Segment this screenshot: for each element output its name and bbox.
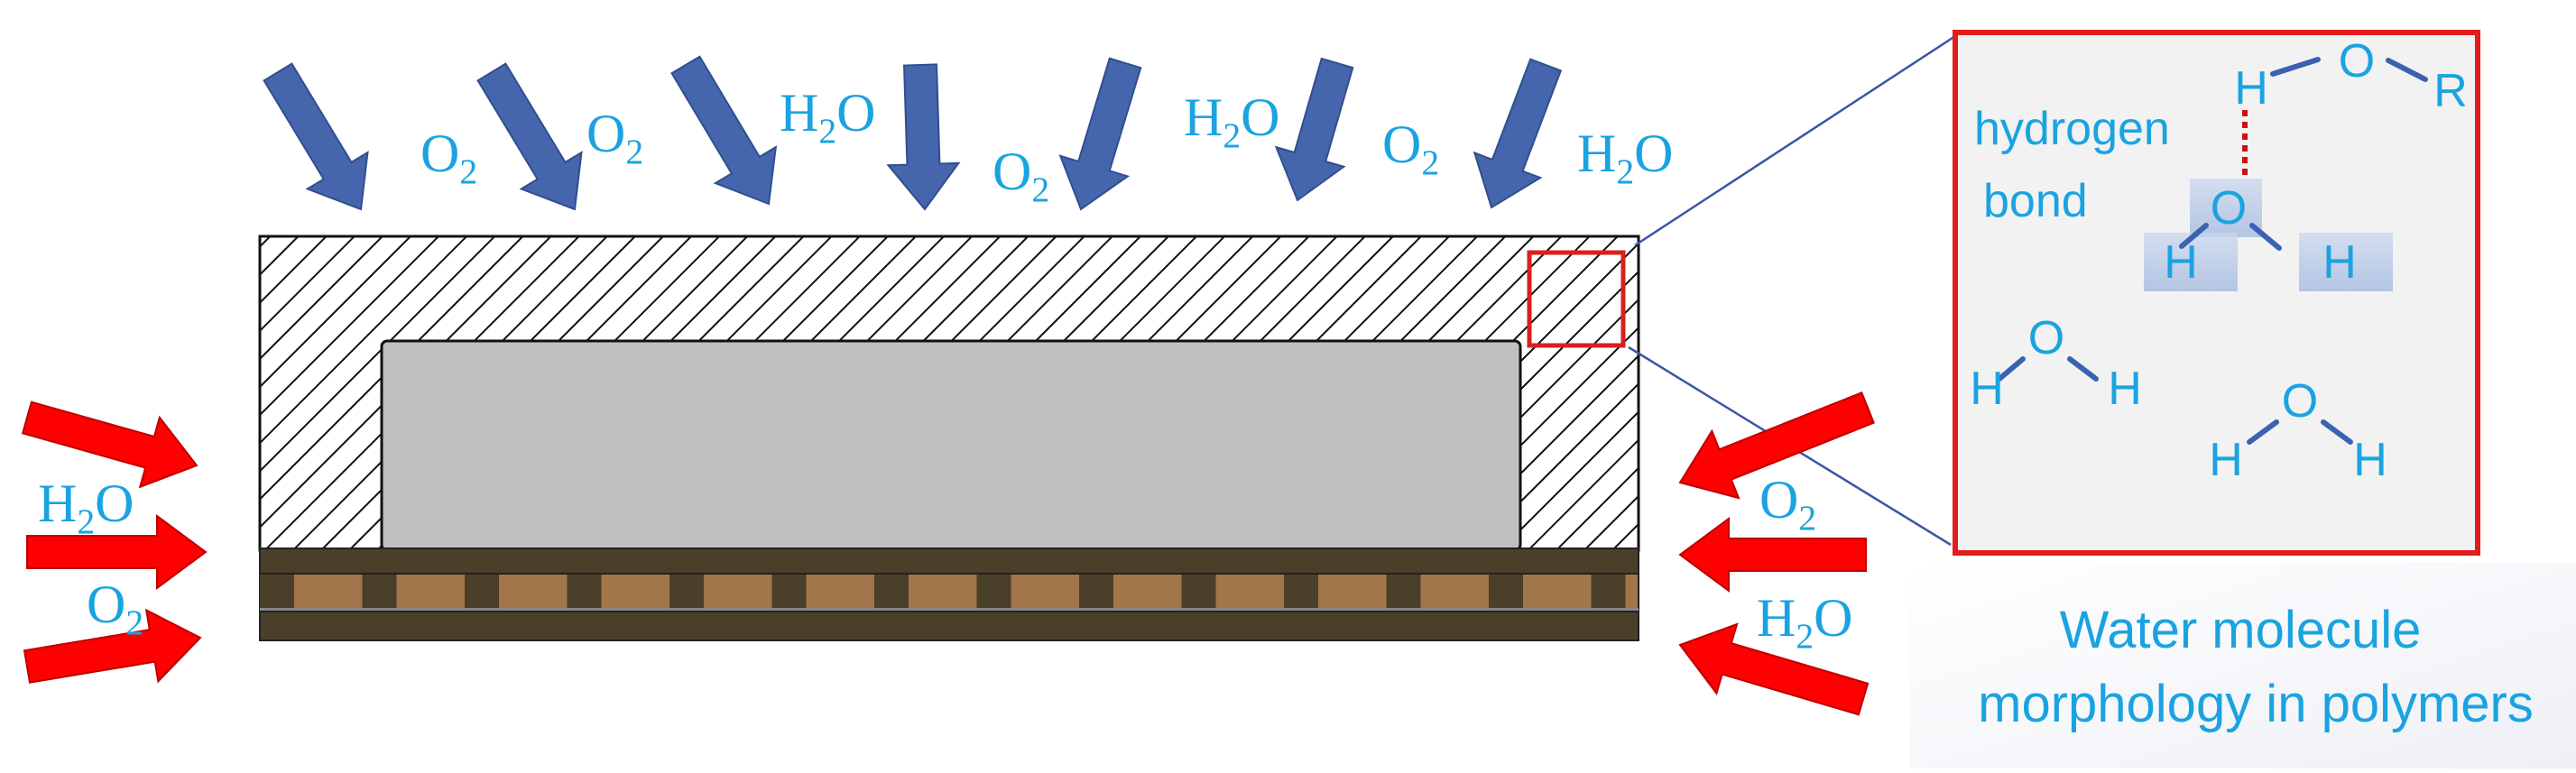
atom-o-free-1: O: [2028, 312, 2064, 364]
atom-h-free-2-right: H: [2353, 434, 2387, 486]
atom-h-free-1-right: H: [2108, 363, 2142, 415]
substrate-square: [567, 575, 602, 609]
top-gas-label: O2: [1382, 115, 1439, 182]
inset-hbond-label-1: hydrogen: [1974, 103, 2170, 155]
substrate-square: [465, 575, 499, 609]
substrate-top-layer: [259, 548, 1639, 575]
top-gas-label: O2: [420, 124, 477, 191]
down-arrow-icon: [263, 62, 369, 211]
atom-o-free-2: O: [2282, 375, 2318, 428]
left-gas-label: O2: [87, 575, 143, 642]
left-gas-label: H2O: [38, 474, 134, 541]
substrate-square: [1284, 575, 1318, 609]
substrate-square: [874, 575, 909, 609]
caption-box: [1909, 563, 2576, 768]
molecule-bonds: [1997, 57, 2428, 445]
substrate-square: [1489, 575, 1523, 609]
substrate-square: [771, 575, 807, 609]
top-gas-label: H2O: [780, 83, 875, 151]
zoom-connectors: [1628, 34, 1956, 547]
molecule-atoms: H O R O H H O H H O H H: [1970, 35, 2468, 486]
side-arrow-icon: [1678, 391, 1875, 500]
caption-line-1: Water molecule: [2060, 601, 2422, 659]
highlight-h-right: [2299, 233, 2393, 291]
right-gas-label: H2O: [1757, 588, 1852, 656]
atom-h-free-1-left: H: [1970, 363, 2004, 415]
highlight-h-left: [2144, 233, 2238, 291]
side-arrow-icon: [1678, 622, 1870, 716]
atom-h-bonded-left: H: [2164, 236, 2198, 289]
substrate-square: [976, 575, 1011, 609]
atom-h-bonded-right: H: [2322, 236, 2357, 289]
top-gas-label: H2O: [1184, 87, 1279, 155]
atom-h-free-2-left: H: [2209, 434, 2243, 486]
substrate-square: [1591, 575, 1626, 609]
atom-r: R: [2433, 65, 2468, 117]
down-arrow-icon: [886, 63, 961, 211]
atom-h-top: H: [2234, 62, 2268, 115]
atom-o-top: O: [2339, 35, 2375, 87]
zoom-region-box: [1527, 250, 1626, 348]
top-gas-label: O2: [586, 104, 643, 171]
top-gas-label: H2O: [1577, 124, 1673, 191]
down-arrow-icon: [476, 62, 583, 211]
side-arrow-icon: [26, 514, 208, 590]
substrate-square: [1181, 575, 1216, 609]
caption-line-2: morphology in polymers: [1978, 675, 2534, 733]
device-cross-section: [258, 235, 1640, 641]
down-arrow-icon: [1058, 57, 1142, 211]
right-gas-label: O2: [1759, 470, 1816, 538]
inset-hbond-label-2: bond: [1983, 175, 2088, 227]
substrate-square: [669, 575, 704, 609]
inset-frame: [1953, 30, 2480, 556]
down-arrow-icon: [670, 55, 778, 206]
inset-panel: hydrogen bond H O R O H H O H H: [1953, 30, 2480, 556]
inner-encapsulant: [380, 339, 1522, 552]
down-arrow-icon: [1473, 58, 1563, 209]
top-arrows: [263, 55, 1563, 211]
substrate-square: [1079, 575, 1113, 609]
side-arrow-icon: [21, 400, 199, 489]
side-arrows: [21, 391, 1875, 716]
side-arrow-icon: [23, 608, 202, 684]
substrate-square: [260, 575, 294, 609]
top-gas-label: O2: [993, 142, 1049, 209]
side-arrow-icon: [1678, 517, 1867, 593]
substrate-square: [1386, 575, 1421, 609]
substrate-square: [362, 575, 397, 609]
down-arrow-icon: [1274, 57, 1354, 202]
atom-o-bonded: O: [2211, 182, 2247, 235]
substrate-bottom-layer: [259, 611, 1639, 641]
substrate-dark-squares: [260, 575, 1626, 609]
zoom-line-top: [1634, 34, 1956, 247]
